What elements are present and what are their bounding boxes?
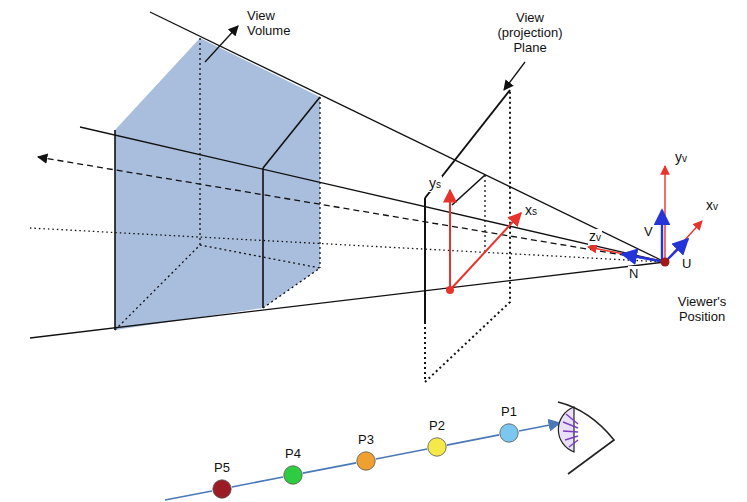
viewer-axis	[664, 166, 665, 262]
point-circle	[499, 423, 519, 443]
plane-edge	[424, 198, 426, 322]
plane-edge-hidden	[425, 90, 510, 382]
axis-label: U	[681, 256, 692, 271]
axis-label: yv	[674, 150, 688, 166]
eye-ray	[569, 440, 578, 447]
view-direction	[38, 157, 665, 262]
point-label: P1	[500, 404, 518, 419]
volume-edge	[262, 168, 264, 308]
sight-line	[165, 491, 212, 500]
part-label: View Volume	[246, 8, 310, 38]
point-circle	[356, 451, 376, 471]
axis-label: N	[628, 266, 639, 281]
plane-inner-edge	[452, 175, 485, 205]
point-label: P4	[284, 446, 302, 461]
eye-ray	[563, 431, 578, 432]
part-label: View (projection) Plane	[486, 10, 574, 55]
point-node: P4	[283, 465, 303, 485]
point-label: P3	[357, 432, 375, 447]
sight-line	[303, 463, 356, 473]
point-node: P5	[212, 479, 232, 499]
sight-line	[376, 449, 427, 459]
view-ray	[30, 262, 665, 338]
plane-edge	[425, 90, 510, 198]
point-circle	[428, 438, 446, 456]
volume-edge	[114, 130, 116, 330]
point-label: Viewer's Position	[663, 294, 741, 324]
plane-inner-edge	[484, 175, 485, 252]
viewer-axis	[588, 247, 665, 262]
view-volume	[115, 38, 320, 330]
point-label: P5	[213, 460, 231, 475]
screen-axis	[450, 213, 521, 290]
view-ray	[80, 127, 665, 262]
viewer-vector	[661, 210, 663, 262]
viewer-point	[661, 258, 670, 267]
viewer-vector	[622, 254, 665, 262]
eye-ray	[565, 436, 578, 440]
point-node: P3	[356, 451, 376, 471]
volume-edge-hidden	[199, 38, 200, 245]
sight-line	[232, 477, 283, 487]
hidden-ray	[30, 228, 665, 262]
axis-label: xs	[524, 203, 538, 219]
point-label: P2	[428, 418, 446, 433]
point-circle	[283, 465, 303, 485]
axis-label: zv	[588, 229, 602, 245]
eye-ray	[563, 422, 578, 428]
point-circle	[357, 452, 375, 470]
sight-line	[519, 423, 560, 431]
axis-label: xv	[705, 198, 719, 214]
screen-axis	[449, 190, 451, 290]
sight-line	[447, 435, 499, 445]
volume-edge-hidden	[319, 97, 320, 268]
volume-edge-hidden	[115, 245, 320, 330]
point-circle	[427, 437, 447, 457]
point-circle	[213, 480, 231, 498]
point-circle	[284, 466, 302, 484]
point-node: P1	[499, 423, 519, 443]
leader-arrow	[504, 62, 525, 90]
screen-origin	[446, 286, 454, 294]
view-ray	[150, 12, 665, 262]
leader-arrow	[205, 26, 238, 62]
eye-lids	[558, 402, 614, 474]
volume-edge	[263, 97, 320, 168]
point-node: P2	[427, 437, 447, 457]
point-circle	[212, 479, 232, 499]
axis-label: V	[643, 224, 654, 239]
eye-ray	[566, 414, 578, 424]
eye	[558, 402, 614, 474]
point-circle	[500, 424, 518, 442]
axis-label: ys	[428, 176, 442, 192]
